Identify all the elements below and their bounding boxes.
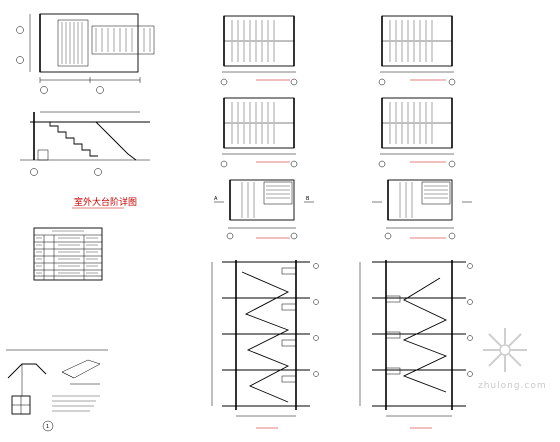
- watermark-logo: zhulong.com: [478, 328, 547, 391]
- watermark-text: zhulong.com: [478, 381, 547, 391]
- plan-view-right-1: [378, 15, 456, 86]
- schedule-table: [33, 227, 103, 281]
- section-view-left: [20, 111, 150, 176]
- stair-section-right: [359, 260, 473, 429]
- axis-label-a: A: [214, 196, 218, 202]
- plan-view-middle-1: [220, 15, 298, 86]
- axis-label-b: B: [306, 196, 310, 202]
- plan-view-middle-3: A B: [214, 179, 314, 240]
- plan-view-top-left: [16, 13, 155, 94]
- detail-number: 1: [46, 424, 49, 430]
- connection-details: 1: [6, 349, 108, 432]
- plan-view-middle-2: [220, 97, 298, 168]
- title-stair-layout: 室外大台阶详图: [74, 196, 137, 208]
- plan-view-right-2: [378, 97, 456, 168]
- stair-section-middle: [211, 260, 319, 429]
- plan-view-right-3: [372, 179, 472, 240]
